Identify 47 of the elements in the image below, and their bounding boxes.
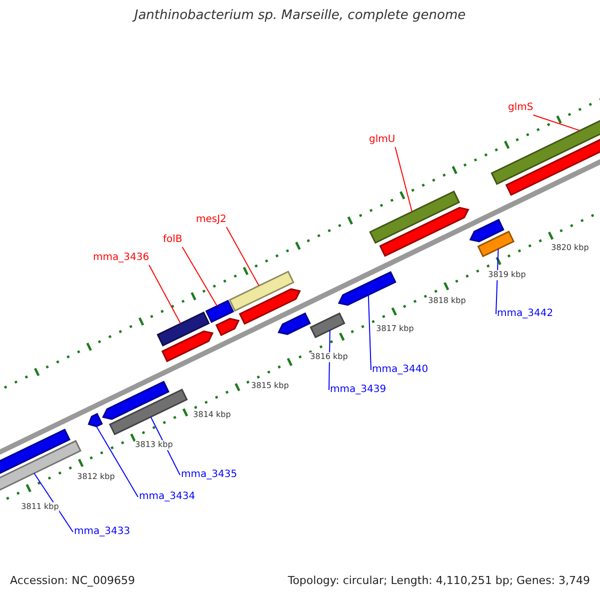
gene-feature	[205, 300, 234, 323]
gene-feature	[215, 318, 240, 336]
gene-label: mma_3440	[372, 364, 428, 376]
gene-feature	[379, 206, 470, 257]
scale-label: 3820 kbp	[551, 243, 589, 253]
gene-feature	[108, 388, 188, 436]
gene-label: glmS	[508, 102, 534, 114]
gene-feature	[338, 271, 396, 306]
gene-feature	[102, 380, 170, 420]
leader-line	[182, 246, 218, 306]
gene-feature	[238, 288, 301, 325]
gene-label: mma_3435	[181, 469, 238, 481]
scale-label: 3812 kbp	[77, 472, 115, 482]
title: Janthinobacterium sp. Marseille, complete genome	[131, 8, 467, 24]
gene-feature	[161, 330, 214, 362]
gene-feature	[228, 270, 294, 312]
gene-feature	[469, 218, 504, 242]
gene-label: mma_3442	[497, 308, 554, 320]
gene-label: glmU	[369, 134, 396, 146]
scale-label: 3816 kbp	[310, 352, 348, 362]
gene-feature	[477, 230, 515, 258]
leader-line	[148, 264, 182, 324]
gene-feature	[369, 190, 460, 244]
leader-line	[34, 472, 74, 532]
scale-label: 3815 kbp	[251, 381, 289, 391]
scale-label: 3818 kbp	[428, 296, 466, 306]
gene-feature	[310, 312, 346, 338]
leader-line	[96, 426, 138, 498]
gene-feature	[278, 312, 311, 335]
gene-label: mesJ2	[196, 214, 226, 226]
gene-label: mma_3434	[139, 491, 196, 503]
scale-label: 3817 kbp	[376, 324, 414, 334]
scale-label: 3819 kbp	[488, 270, 526, 280]
leader-line	[394, 146, 412, 212]
gene-feature	[88, 412, 103, 428]
gene-label: mma_3436	[93, 252, 150, 264]
gene-label: mma_3439	[330, 384, 386, 396]
scale-label: 3813 kbp	[135, 440, 173, 450]
leader-line	[226, 226, 260, 286]
leader-line	[532, 114, 580, 132]
gene-label: mma_3433	[74, 526, 130, 538]
leader-line	[368, 294, 372, 370]
gene-feature	[156, 312, 210, 346]
gene-label: folB	[163, 234, 182, 246]
genome-summary: Topology: circular; Length: 4,110,251 bp; Genes: 3,749	[288, 574, 590, 588]
scale-label: 3811 kbp	[21, 502, 59, 512]
accession-text: Accession: NC_009659	[10, 574, 136, 588]
